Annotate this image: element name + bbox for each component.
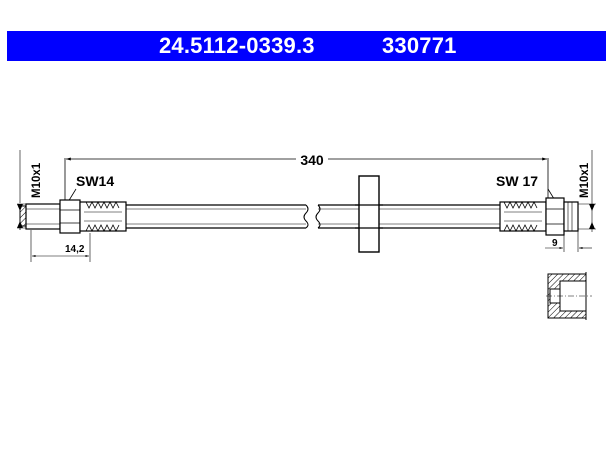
right-wrench-size-label: SW 17 xyxy=(496,173,538,189)
right-thread-label: M10x1 xyxy=(579,162,591,198)
left-fitting xyxy=(19,199,127,234)
hose-body xyxy=(126,204,502,229)
length-label: 340 xyxy=(300,152,324,168)
left-length-dimension: 14,2 xyxy=(30,230,91,262)
right-fitting xyxy=(499,197,579,236)
right-length-label: 9 xyxy=(552,238,558,249)
title-bar: 24.5112-0339.3 330771 xyxy=(7,31,606,61)
reference-number: 330771 xyxy=(382,33,457,58)
left-length-label: 14,2 xyxy=(65,244,85,255)
section-detail xyxy=(546,272,592,320)
left-thread-label: M10x1 xyxy=(31,162,43,198)
part-number: 24.5112-0339.3 xyxy=(159,33,315,58)
left-wrench-size-label: SW14 xyxy=(76,173,114,189)
mounting-bracket xyxy=(355,175,383,253)
length-dimension: 340 xyxy=(64,152,549,205)
right-length-dimension: 9 xyxy=(545,231,592,252)
